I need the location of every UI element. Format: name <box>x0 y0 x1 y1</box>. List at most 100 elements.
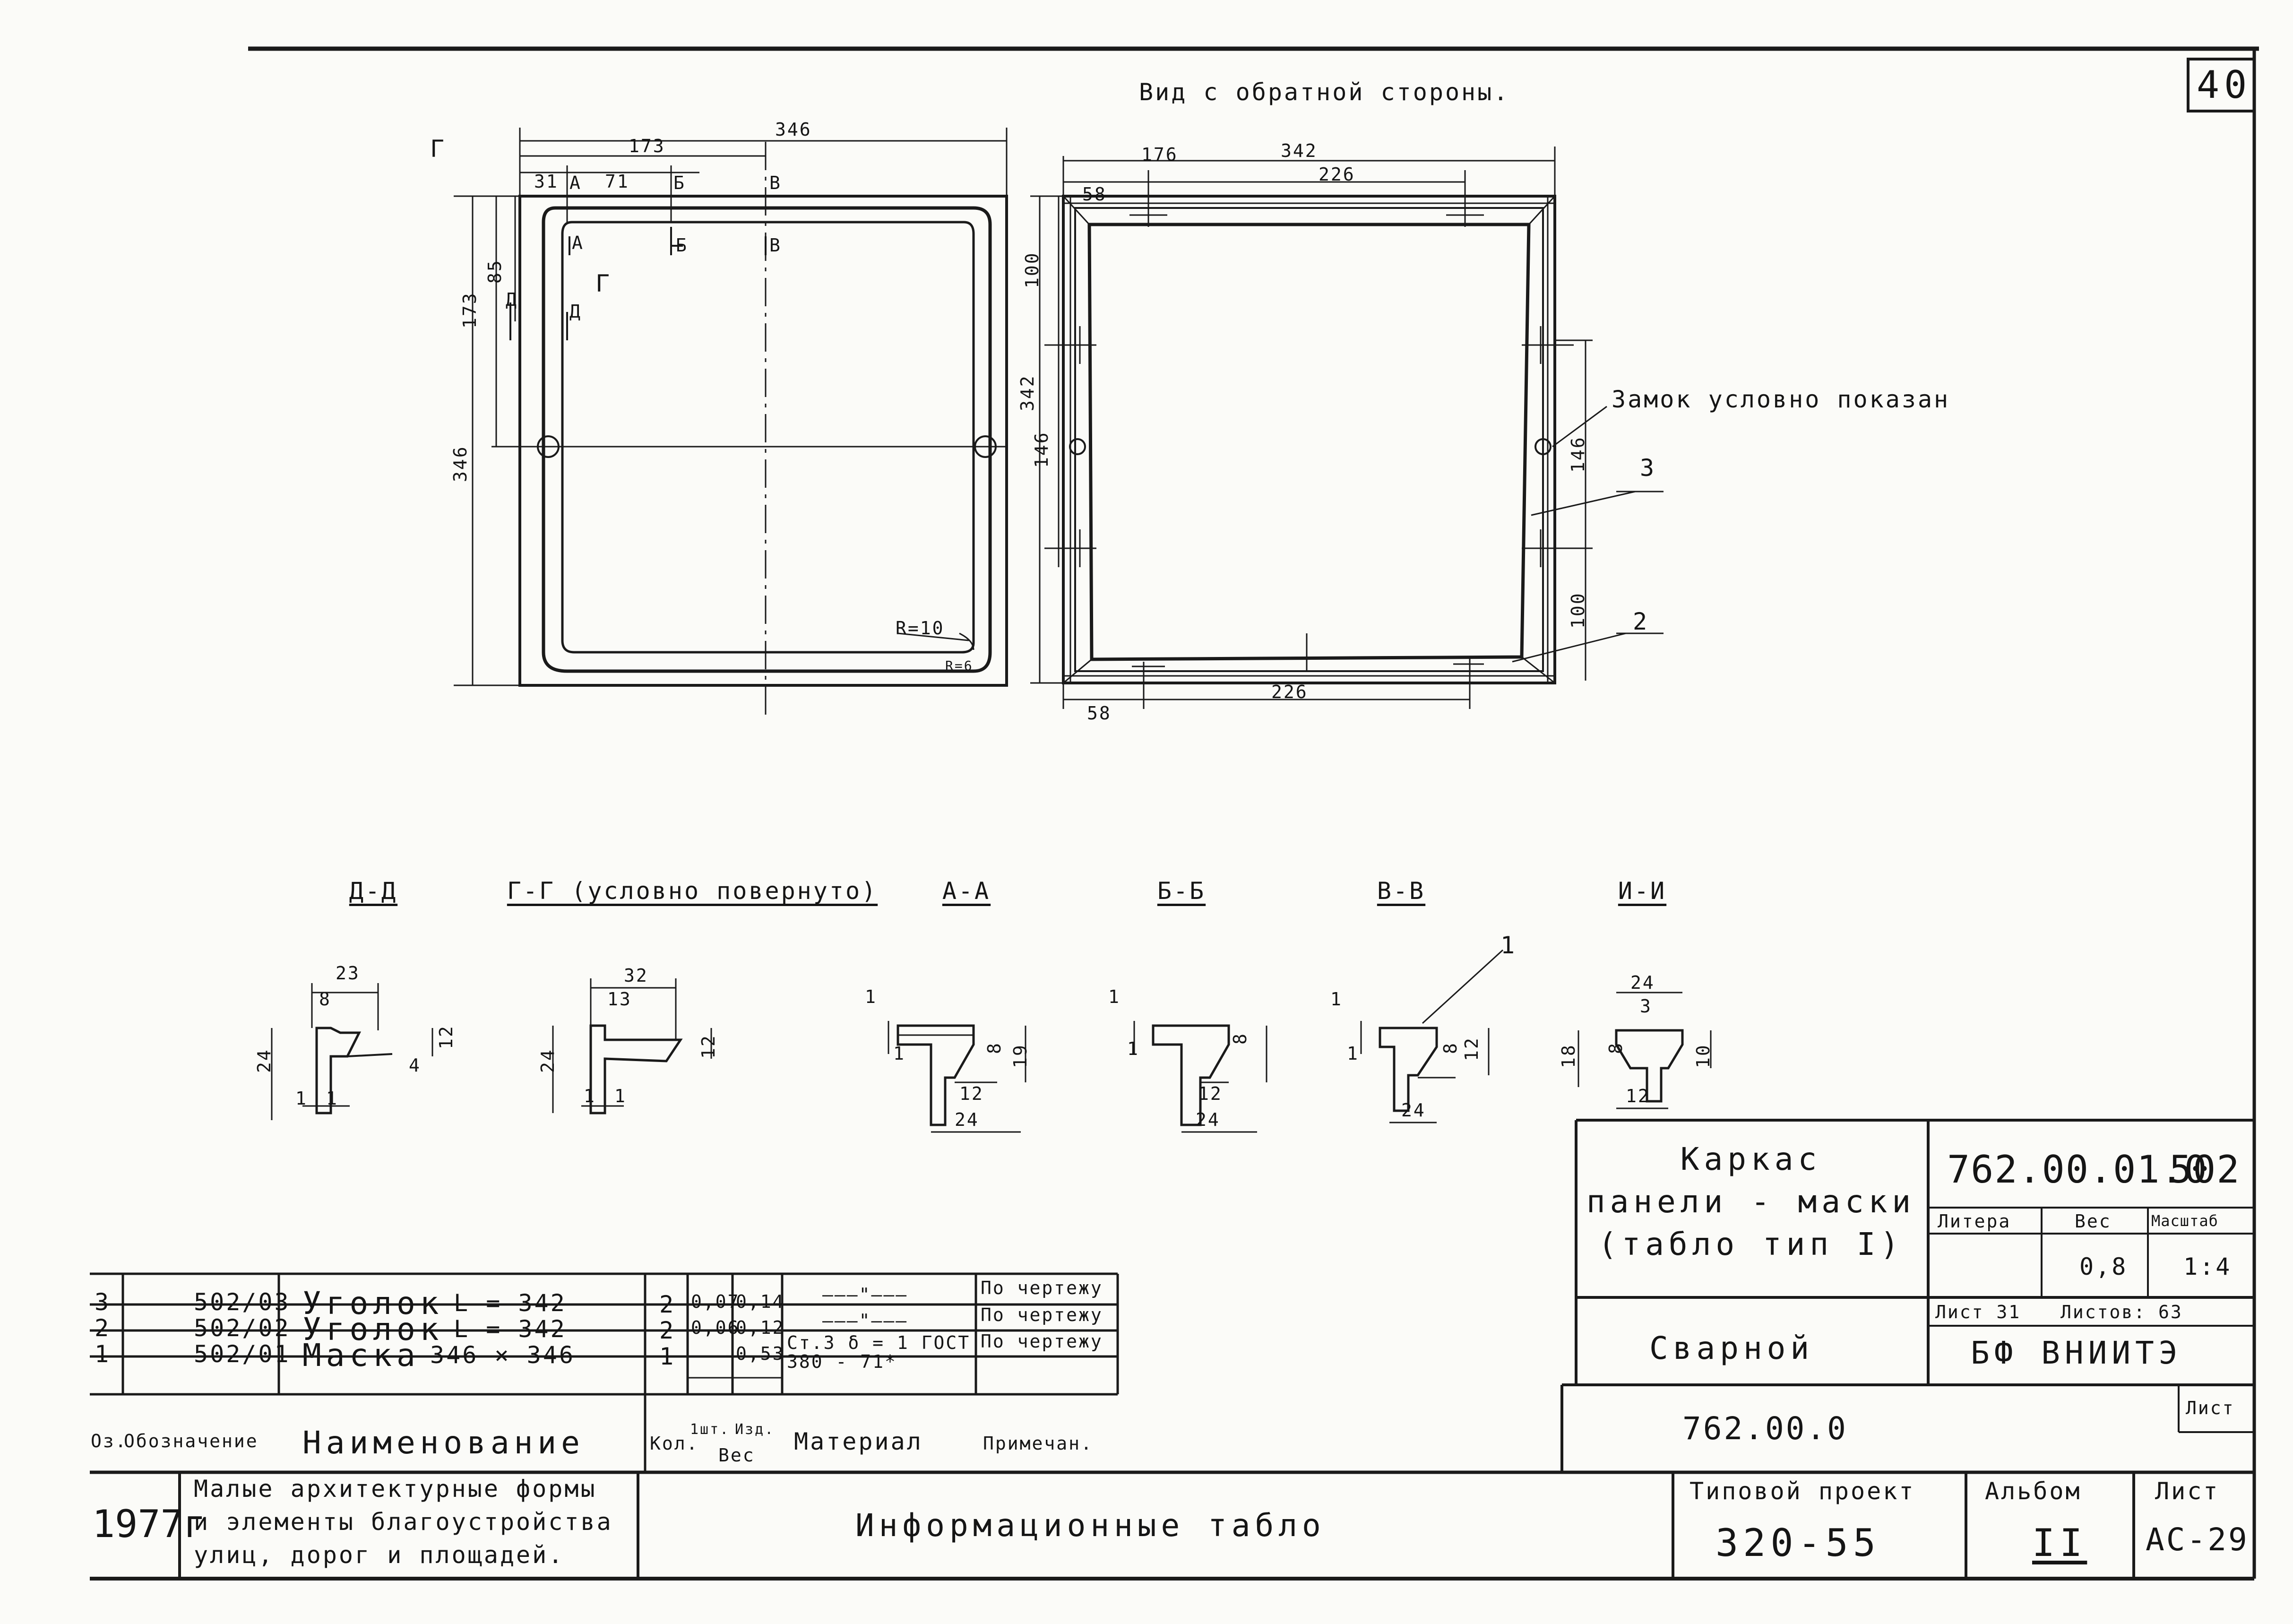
dd-23: 23 <box>336 963 360 984</box>
aa-1a: 1 <box>865 986 877 1007</box>
right-dim-58-bottom: 58 <box>1087 703 1112 724</box>
vv-1b: 1 <box>1347 1043 1359 1064</box>
project-line-3: улиц, дорог и площадей. <box>194 1541 565 1569</box>
org-label: БФ ВНИИТЭ <box>1971 1335 2182 1371</box>
lock-note: Замок условно показан <box>1612 386 1950 413</box>
sheet-code-label: Лист <box>2155 1477 2220 1505</box>
spec-row-3-pos: 3 <box>95 1288 111 1316</box>
section-title-vv: В-В <box>1377 877 1426 905</box>
right-dim-342: 342 <box>1281 140 1318 161</box>
left-cut-g2: Г <box>595 270 612 297</box>
bb-1a: 1 <box>1108 986 1121 1007</box>
project-line-2: и элементы благоустройства <box>194 1508 613 1536</box>
right-dim-226-top: 226 <box>1319 164 1355 185</box>
callout-3: 3 <box>1640 454 1656 482</box>
left-radius-inner: R=6 <box>945 658 974 674</box>
item-name-line3: (табло тип I) <box>1598 1226 1904 1262</box>
gg-32: 32 <box>624 965 648 986</box>
sheet-number: 40 <box>2197 63 2252 107</box>
ii-8: 8 <box>1605 1042 1626 1054</box>
left-cut-b: Б <box>673 173 686 193</box>
spec-header-qty: Кол. <box>650 1433 699 1454</box>
aa-12: 12 <box>959 1083 984 1104</box>
spec-row-2-pos: 2 <box>95 1314 111 1342</box>
album-label: Альбом <box>1985 1477 2082 1505</box>
right-dim-100: 100 <box>1022 251 1043 288</box>
item-name-line1: Каркас <box>1680 1141 1822 1177</box>
bb-1b: 1 <box>1127 1038 1139 1059</box>
gg-24: 24 <box>537 1048 558 1073</box>
left-cut-a: А <box>569 173 582 193</box>
section-title-dd: Д-Д <box>349 877 398 905</box>
dd-12: 12 <box>436 1025 457 1049</box>
dd-1b: 1 <box>326 1088 338 1109</box>
spec-row-1-qty: 1 <box>659 1343 676 1370</box>
spec-row-3-qty: 2 <box>659 1291 676 1318</box>
litera-label: Литера <box>1938 1211 2011 1232</box>
callout-2: 2 <box>1633 608 1649 635</box>
right-dim-176: 176 <box>1141 144 1178 165</box>
left-cut-b2: Б <box>676 235 688 256</box>
left-dim-85: 85 <box>484 259 505 284</box>
aa-1b: 1 <box>893 1043 905 1064</box>
spec-row-2-w1: 0,06 <box>691 1317 740 1338</box>
spec-row-3-material: ———"——— <box>822 1284 908 1305</box>
spec-header-w2: Изд. <box>735 1421 775 1438</box>
weight-value: 0,8 <box>2079 1253 2128 1280</box>
dd-8: 8 <box>319 989 331 1010</box>
spec-row-2-name: Уголок <box>302 1311 444 1348</box>
aa-24: 24 <box>955 1109 979 1130</box>
scale-label: Масштаб <box>2151 1212 2218 1230</box>
project-line-1: Малые архитектурные формы <box>194 1475 597 1503</box>
spec-header-code: Обозначение <box>124 1431 259 1451</box>
dd-4: 4 <box>409 1055 421 1076</box>
doc-number: 762.00.01.0 <box>1947 1148 2208 1192</box>
dd-1a: 1 <box>295 1088 308 1109</box>
spec-row-3-w1: 0,07 <box>691 1291 740 1312</box>
spec-row-3-code: 502/03 <box>194 1288 291 1316</box>
left-cut-v2: В <box>769 235 782 256</box>
right-dim-146-v: 146 <box>1031 431 1052 468</box>
left-dim-71: 71 <box>605 171 629 192</box>
weight-label: Вес <box>2075 1211 2112 1232</box>
sheets-count-label: Листов: 63 <box>2060 1302 2183 1322</box>
year: 1977г <box>92 1502 206 1546</box>
left-cut-d2: Д <box>569 301 582 322</box>
left-cut-g: Г <box>430 135 447 163</box>
right-dim-146-right: 146 <box>1568 436 1588 473</box>
ii-12: 12 <box>1626 1086 1650 1106</box>
right-dim-226-bottom: 226 <box>1271 682 1308 702</box>
vv-24: 24 <box>1401 1100 1426 1121</box>
left-dim-31: 31 <box>534 171 559 192</box>
sheet-code-value: АС-29 <box>2146 1521 2249 1558</box>
vv-1a: 1 <box>1330 989 1343 1010</box>
spec-header-pos: Оз. <box>91 1431 128 1451</box>
aa-19: 19 <box>1010 1044 1031 1068</box>
typical-project-value: 320-55 <box>1715 1521 1880 1565</box>
spec-header-w1: 1шт. <box>690 1421 730 1438</box>
spec-row-1-name: Маска <box>302 1337 420 1373</box>
spec-row-2-length: L = 342 <box>454 1315 567 1343</box>
spec-header-material: Материал <box>794 1428 923 1455</box>
spec-header-name: Наименование <box>302 1425 585 1461</box>
spec-row-2-qty: 2 <box>659 1317 676 1344</box>
ii-10: 10 <box>1693 1044 1714 1068</box>
gg-1b: 1 <box>614 1086 627 1106</box>
item-name-line2: панели - маски <box>1586 1183 1916 1220</box>
right-dim-58-top: 58 <box>1082 184 1107 205</box>
dd-24: 24 <box>254 1048 275 1073</box>
spec-row-1-w2: 0,53 <box>736 1343 785 1364</box>
ii-24: 24 <box>1630 972 1655 993</box>
left-cut-v: В <box>769 173 782 193</box>
section-title-bb: Б-Б <box>1157 877 1206 905</box>
spec-row-2-material: ———"——— <box>822 1310 908 1331</box>
left-radius-outer: R=10 <box>896 618 945 639</box>
spec-row-2-code: 502/02 <box>194 1314 291 1342</box>
bb-8: 8 <box>1230 1032 1250 1045</box>
spec-row-2-w2: 0,12 <box>736 1317 785 1338</box>
left-dim-346: 346 <box>775 119 812 140</box>
left-cut-d: Д <box>506 289 518 310</box>
assembly-number: 762.00.0 <box>1682 1410 1848 1447</box>
ii-3: 3 <box>1640 996 1652 1017</box>
